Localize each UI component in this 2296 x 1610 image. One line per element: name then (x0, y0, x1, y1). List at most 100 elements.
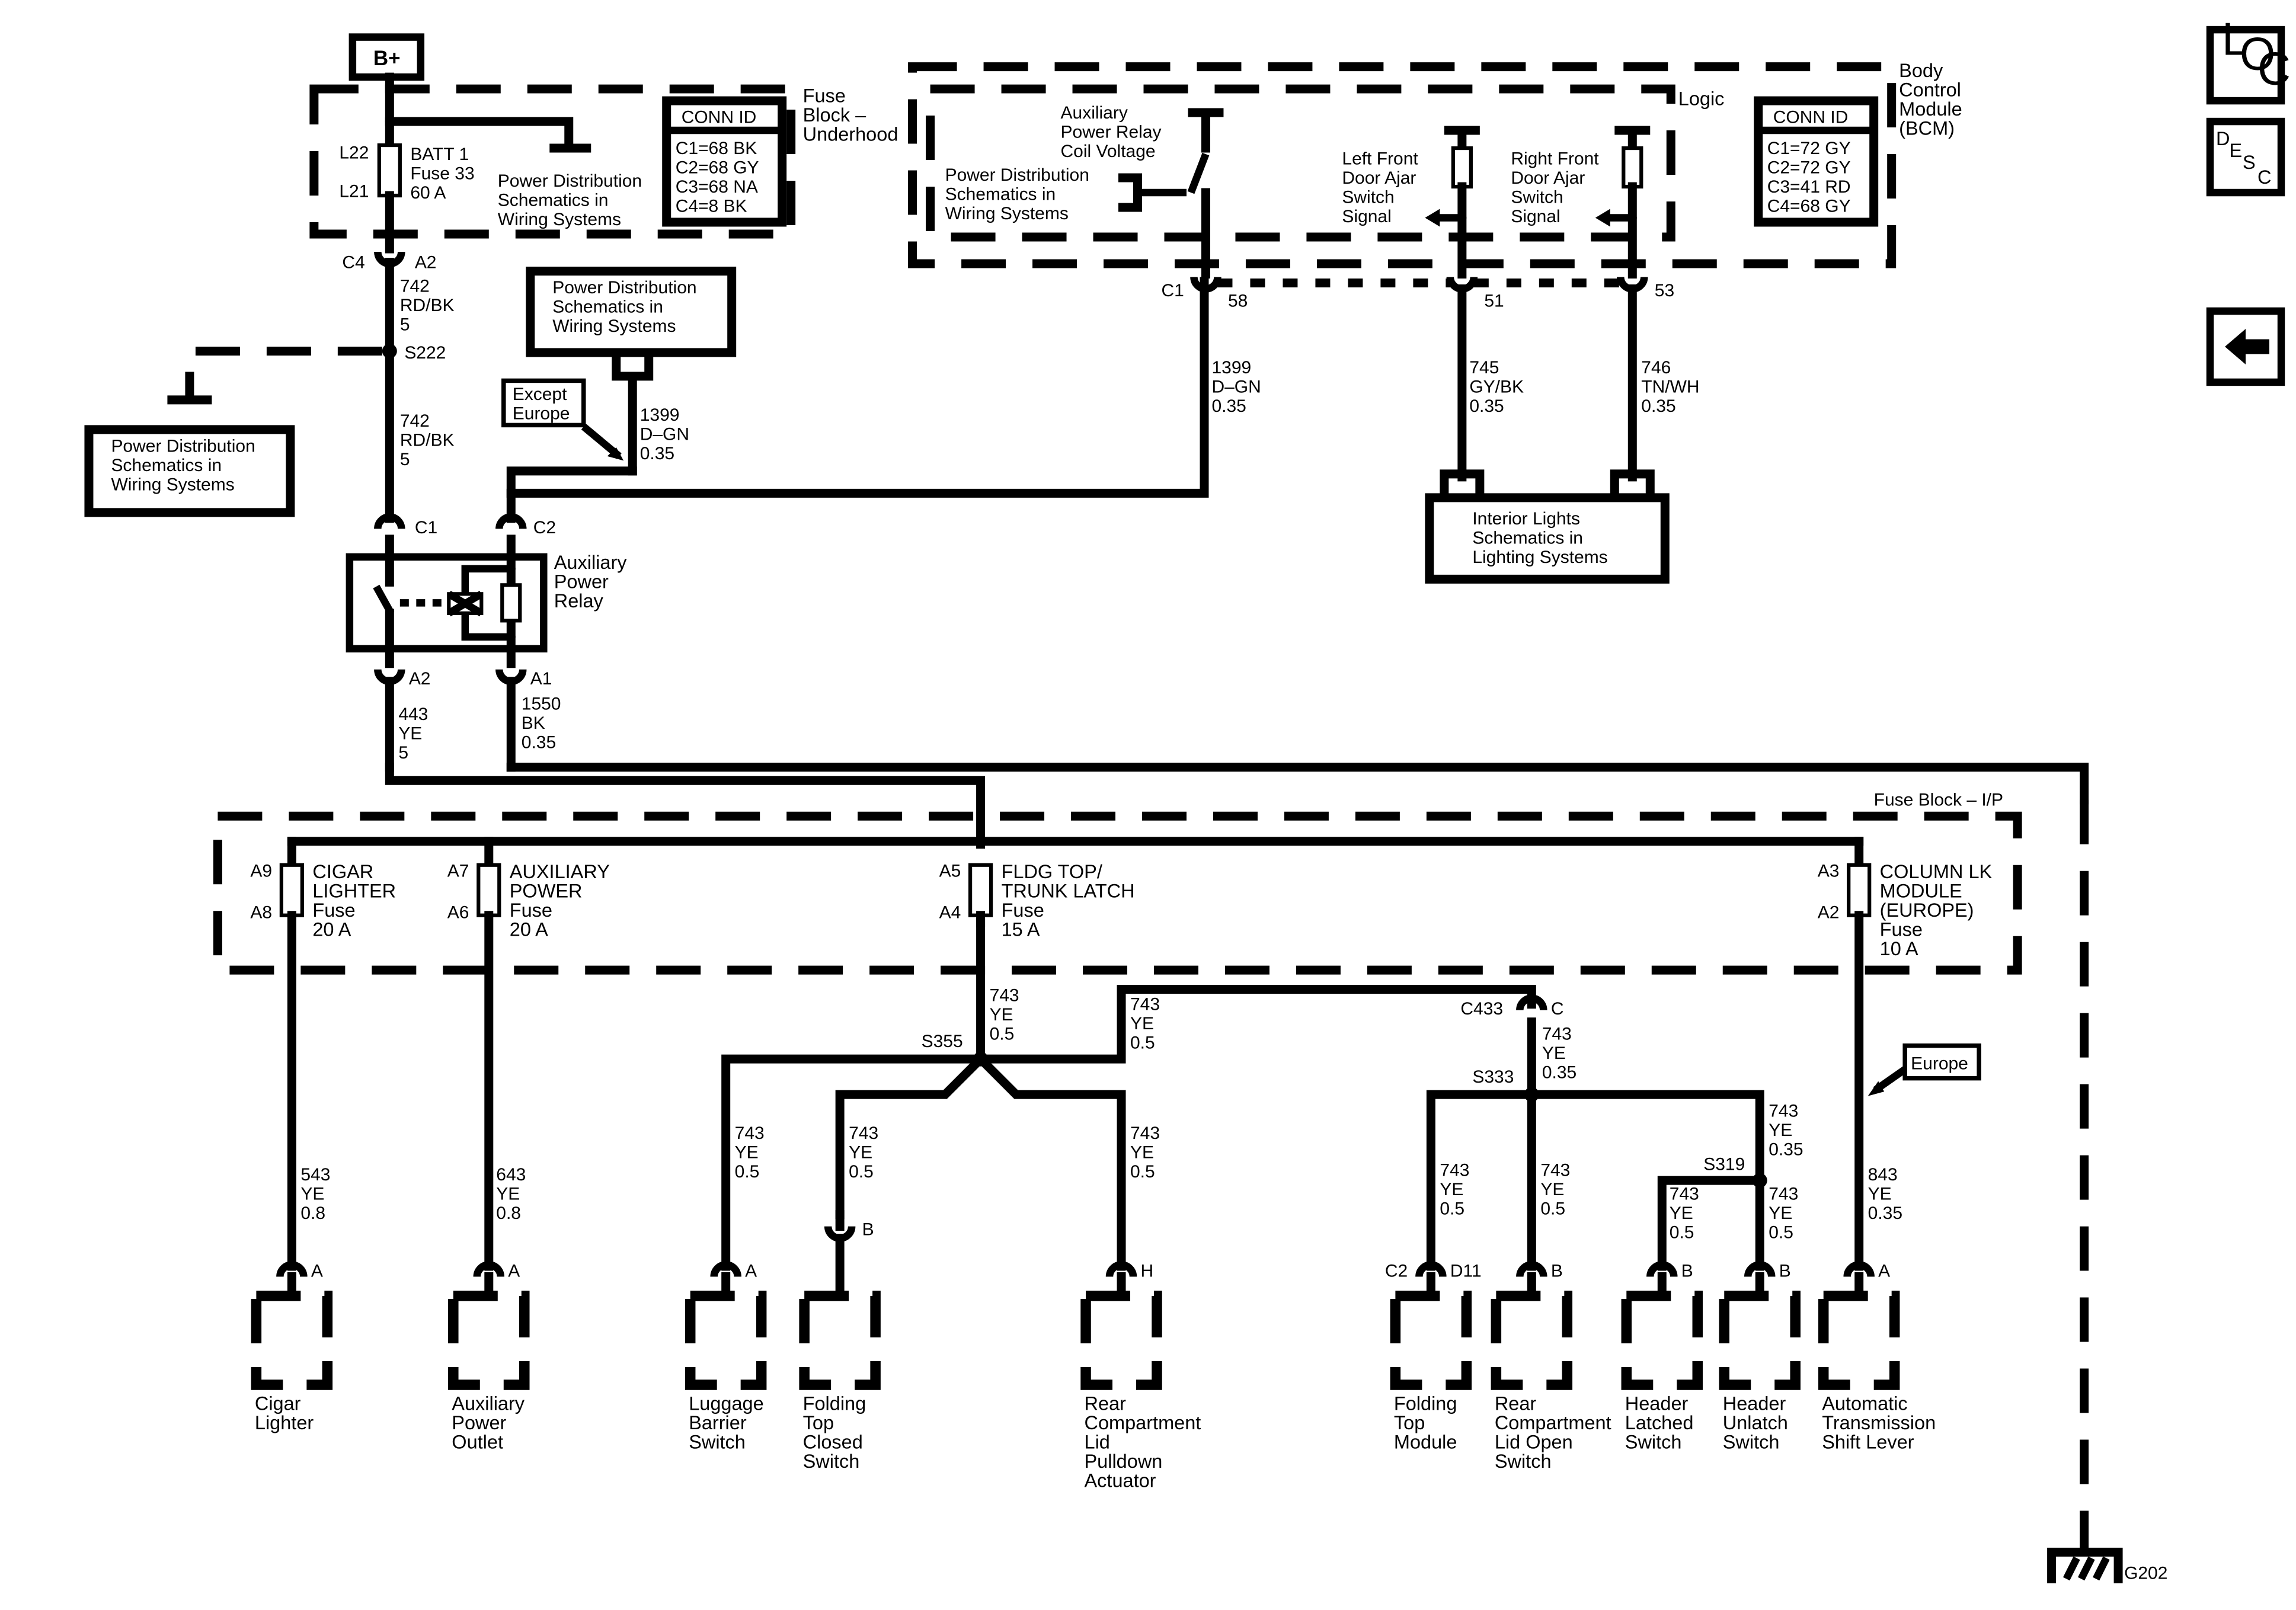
svg-text:YE: YE (1130, 1014, 1154, 1033)
svg-text:Coil Voltage: Coil Voltage (1061, 142, 1156, 161)
svg-text:Europe: Europe (1911, 1054, 1968, 1074)
svg-text:Door Ajar: Door Ajar (1511, 168, 1585, 188)
svg-text:0.35: 0.35 (1211, 396, 1246, 416)
component-label: Transmission (1822, 1412, 1936, 1433)
fuse-terminal-bottom: A6 (447, 903, 469, 923)
svg-text:643: 643 (496, 1165, 526, 1185)
svg-text:YE: YE (1868, 1185, 1892, 1204)
svg-text:60 A: 60 A (410, 183, 446, 203)
svg-text:58: 58 (1228, 291, 1248, 311)
svg-text:745: 745 (1469, 358, 1499, 377)
interior-lights-ref[interactable]: Interior Lights Schematics in Lighting S… (1425, 493, 1670, 584)
component-label: Automatic (1822, 1393, 1907, 1414)
svg-text:743: 743 (1670, 1185, 1699, 1204)
svg-text:Fuse 33: Fuse 33 (410, 164, 474, 184)
svg-text:53: 53 (1655, 281, 1674, 300)
pds-ref-left[interactable]: Power Distribution Schematics in Wiring … (84, 425, 295, 517)
component-label: Folding (1394, 1393, 1457, 1414)
svg-text:Wiring Systems: Wiring Systems (945, 204, 1069, 223)
fuse-block-ip-title: Fuse Block – I/P (1874, 790, 2003, 810)
svg-text:0.35: 0.35 (1542, 1063, 1576, 1083)
fuse-label: POWER (510, 881, 583, 902)
svg-text:YE: YE (1670, 1204, 1693, 1223)
svg-text:Power Relay: Power Relay (1061, 123, 1162, 142)
component-pin: A (311, 1262, 323, 1281)
svg-text:C3=41 RD: C3=41 RD (1767, 177, 1851, 197)
component-label: Switch (1625, 1431, 1682, 1452)
svg-text:0.35: 0.35 (1469, 396, 1504, 416)
pds-ref-mid[interactable]: Power Distribution Schematics in Wiring … (526, 266, 737, 357)
fuse-block-ip-outline (213, 811, 2022, 975)
svg-text:0.5: 0.5 (735, 1162, 760, 1182)
svg-text:1399: 1399 (640, 405, 680, 425)
svg-text:443: 443 (398, 705, 428, 724)
svg-text:BATT 1: BATT 1 (410, 145, 469, 164)
ground-g202: G202 (2047, 1547, 2167, 1583)
component-pin: B (1779, 1262, 1791, 1281)
fuse-label: Fuse (1880, 919, 1923, 940)
bcm-logic-outline (926, 84, 1675, 242)
component-pin: D11 (1450, 1262, 1482, 1281)
svg-text:CONN ID: CONN ID (1773, 108, 1849, 127)
svg-text:C4: C4 (342, 252, 364, 272)
svg-text:Wiring Systems: Wiring Systems (552, 316, 676, 336)
svg-text:743: 743 (1769, 1102, 1798, 1121)
except-europe-note: Except Europe (501, 378, 624, 461)
svg-text:0.5: 0.5 (1670, 1223, 1694, 1243)
component-label: Switch (1495, 1451, 1552, 1472)
svg-text:843: 843 (1868, 1165, 1898, 1185)
svg-text:Switch: Switch (1511, 188, 1563, 207)
component-label: Outlet (452, 1431, 503, 1452)
svg-text:YE: YE (990, 1005, 1013, 1025)
svg-text:Europe: Europe (513, 404, 570, 423)
fuse-label: 15 A (1002, 919, 1040, 940)
svg-text:Wiring Systems: Wiring Systems (498, 210, 621, 229)
svg-text:743: 743 (1542, 1025, 1572, 1044)
svg-text:5: 5 (400, 450, 410, 469)
svg-text:743: 743 (1130, 995, 1160, 1014)
svg-text:YE: YE (1542, 1044, 1566, 1063)
svg-text:C: C (1551, 999, 1564, 1019)
svg-text:Schematics in: Schematics in (945, 185, 1056, 204)
svg-text:0.35: 0.35 (1641, 396, 1675, 416)
svg-text:CONN ID: CONN ID (682, 108, 757, 127)
fuse-label: 20 A (312, 919, 351, 940)
battery-source: B+ (348, 33, 425, 81)
component-label: Cigar (255, 1393, 301, 1414)
svg-text:Schematics in: Schematics in (552, 297, 663, 316)
svg-text:Left Front: Left Front (1342, 149, 1418, 169)
svg-text:L21: L21 (339, 182, 369, 201)
svg-text:Signal: Signal (1342, 207, 1391, 226)
svg-text:743: 743 (735, 1124, 765, 1143)
fuse-label: Fuse (510, 900, 552, 921)
svg-text:G202: G202 (2124, 1563, 2167, 1583)
component-label: Closed (803, 1431, 863, 1452)
svg-text:Logic: Logic (1678, 88, 1725, 110)
fuse-terminal-top: A5 (939, 862, 961, 881)
svg-text:L: L (2222, 14, 2247, 65)
back-arrow-icon[interactable] (2206, 307, 2285, 386)
component-label: Top (803, 1412, 834, 1433)
svg-text:1550: 1550 (522, 694, 561, 713)
component-label: Module (1394, 1431, 1457, 1452)
desc-icon[interactable]: D E S C (2206, 117, 2285, 197)
component-label: Luggage (689, 1393, 763, 1414)
svg-text:YE: YE (496, 1185, 520, 1204)
svg-text:0.5: 0.5 (849, 1162, 874, 1182)
component-label: Switch (803, 1451, 860, 1472)
svg-text:743: 743 (1769, 1185, 1798, 1204)
svg-text:743: 743 (1540, 1161, 1570, 1180)
loc-icon[interactable]: L O C (2206, 14, 2291, 105)
svg-text:743: 743 (1130, 1124, 1160, 1143)
